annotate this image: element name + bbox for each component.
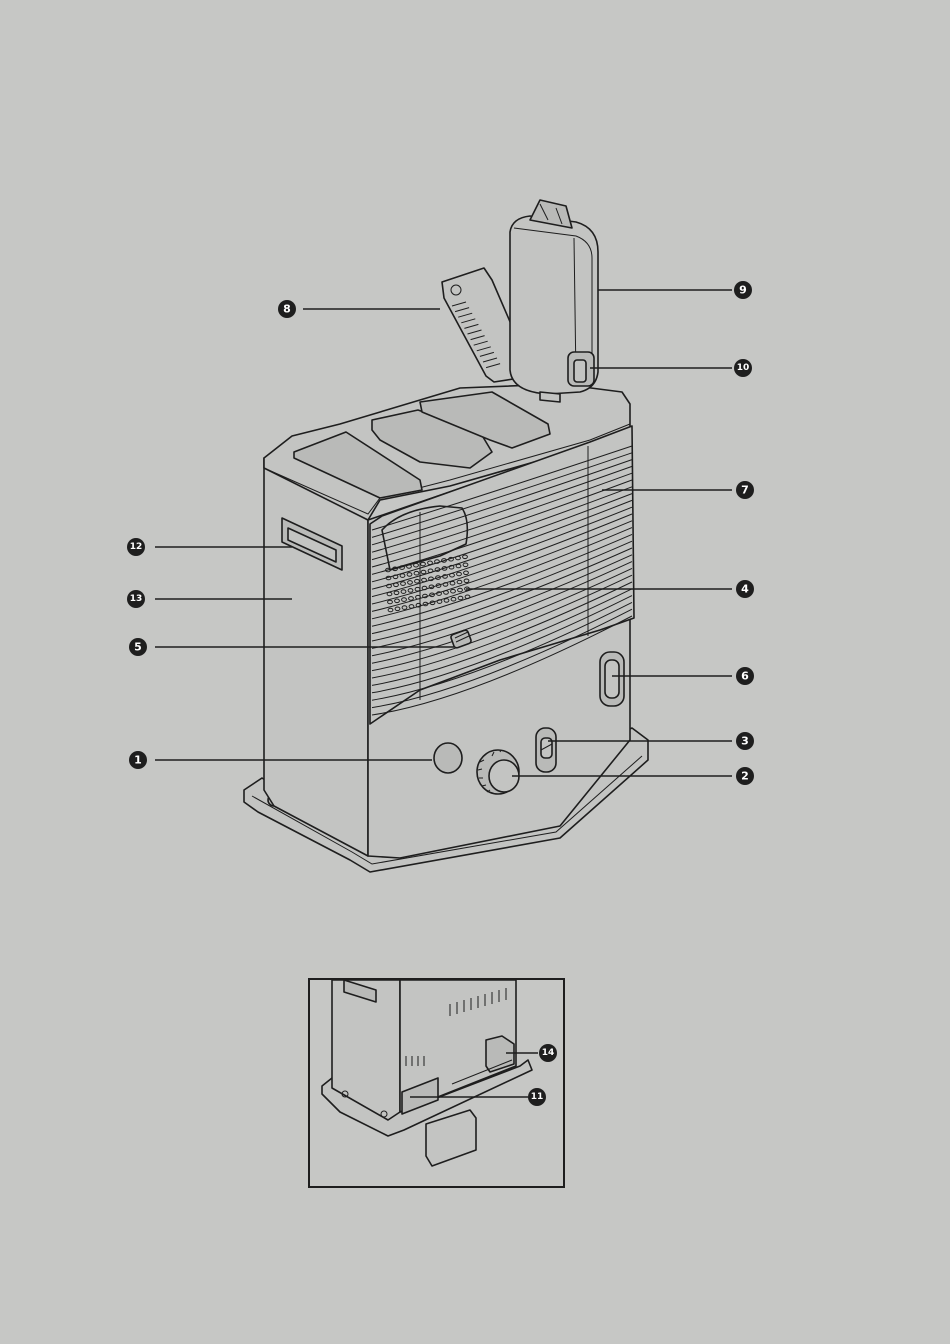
callout-1: 1 [129,751,147,769]
callout-13-label: 13 [130,594,143,604]
callout-13: 13 [127,590,145,608]
rear-view-inset [309,979,564,1187]
callout-14: 14 [539,1044,557,1062]
callout-8: 8 [278,300,296,318]
on-off-switch [536,728,556,772]
fuel-tank [510,200,598,402]
callout-10-label: 10 [737,363,750,373]
callout-1-label: 1 [134,754,142,767]
callout-4-label: 4 [741,583,749,596]
side-panel [264,458,368,856]
callout-2: 2 [736,767,754,785]
callout-5: 5 [129,638,147,656]
callout-14-label: 14 [542,1048,555,1058]
callout-9-label: 9 [739,284,747,297]
tank-cap [568,352,594,386]
callout-12: 12 [127,538,145,556]
control-knob [477,750,519,794]
callout-9: 9 [734,281,752,299]
callout-12-label: 12 [130,542,143,552]
callout-11-label: 11 [531,1092,544,1102]
heater-illustration [244,200,648,872]
callout-7-label: 7 [741,484,749,497]
callout-10: 10 [734,359,752,377]
callout-5-label: 5 [134,641,142,654]
callout-11: 11 [528,1088,546,1106]
callout-6: 6 [736,667,754,685]
callout-7: 7 [736,481,754,499]
callout-2-label: 2 [741,770,749,783]
callout-3-label: 3 [741,735,749,748]
carry-handle-right [600,652,624,706]
callout-3: 3 [736,732,754,750]
callout-6-label: 6 [741,670,749,683]
callout-8-label: 8 [283,303,291,316]
callout-4: 4 [736,580,754,598]
fuel-gauge-window [434,743,462,773]
